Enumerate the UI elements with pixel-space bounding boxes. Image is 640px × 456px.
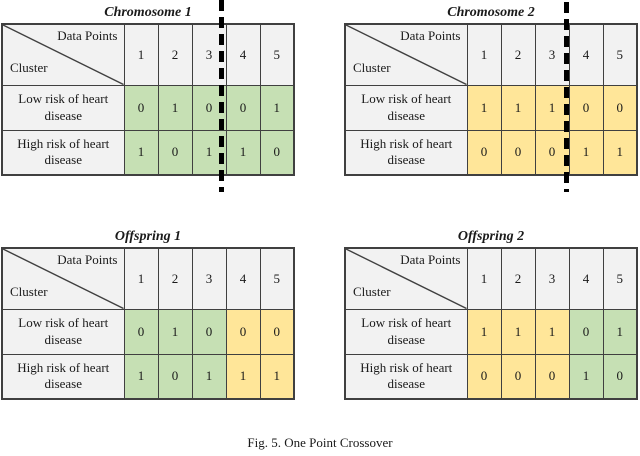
value-cell: 0 bbox=[191, 308, 227, 355]
data-point-header: 4 bbox=[225, 247, 261, 310]
diagonal-divider-line bbox=[3, 249, 124, 309]
corner-label-data-points: Data Points bbox=[400, 252, 461, 267]
data-point-header: 2 bbox=[157, 247, 193, 310]
data-point-header: 2 bbox=[157, 23, 193, 86]
data-point-header: 5 bbox=[602, 23, 638, 86]
value-cell: 1 bbox=[602, 129, 638, 176]
corner-label-data-points: Data Points bbox=[57, 252, 118, 267]
row-label-low-risk: Low risk of heart disease bbox=[1, 84, 125, 131]
value-cell: 1 bbox=[568, 129, 604, 176]
diagonal-divider-line bbox=[346, 25, 467, 85]
value-cell: 1 bbox=[534, 308, 570, 355]
value-cell: 1 bbox=[123, 353, 159, 400]
diagonal-divider-line bbox=[346, 249, 467, 309]
value-cell: 0 bbox=[157, 353, 193, 400]
panel-chromosome-1: Chromosome 1 Data Points Cluster 1 2 3 4… bbox=[1, 2, 295, 176]
crossover-point-line-1 bbox=[219, 0, 224, 192]
cluster-table-chromosome-2: Data Points Cluster 1 2 3 4 5 Low risk o… bbox=[344, 23, 638, 176]
value-cell: 0 bbox=[500, 129, 536, 176]
value-cell: 1 bbox=[466, 308, 502, 355]
table-title-chromosome-2: Chromosome 2 bbox=[447, 5, 535, 20]
corner-label-cluster: Cluster bbox=[10, 283, 48, 299]
value-cell: 0 bbox=[157, 129, 193, 176]
row-label-low-risk: Low risk of heart disease bbox=[344, 84, 468, 131]
value-cell: 1 bbox=[225, 353, 261, 400]
value-cell: 1 bbox=[259, 84, 295, 131]
data-point-header: 5 bbox=[602, 247, 638, 310]
value-cell: 0 bbox=[466, 129, 502, 176]
value-cell: 0 bbox=[225, 308, 261, 355]
value-cell: 0 bbox=[602, 84, 638, 131]
value-cell: 0 bbox=[123, 308, 159, 355]
value-cell: 1 bbox=[157, 84, 193, 131]
data-point-header: 2 bbox=[500, 247, 536, 310]
panel-chromosome-2: Chromosome 2 Data Points Cluster 1 2 3 4… bbox=[344, 2, 638, 176]
cluster-table-offspring-2: Data Points Cluster 1 2 3 4 5 Low risk o… bbox=[344, 247, 638, 400]
row-label-low-risk: Low risk of heart disease bbox=[1, 308, 125, 355]
row-label-high-risk: High risk of heart disease bbox=[344, 129, 468, 176]
value-cell: 1 bbox=[191, 353, 227, 400]
value-cell: 0 bbox=[602, 353, 638, 400]
value-cell: 1 bbox=[534, 84, 570, 131]
panel-offspring-1: Offspring 1 Data Points Cluster 1 2 3 4 … bbox=[1, 226, 295, 400]
value-cell: 1 bbox=[500, 308, 536, 355]
corner-label-data-points: Data Points bbox=[400, 28, 461, 43]
data-point-header: 5 bbox=[259, 247, 295, 310]
figure-caption: Fig. 5. One Point Crossover bbox=[247, 435, 393, 450]
value-cell: 1 bbox=[500, 84, 536, 131]
corner-label-cluster: Cluster bbox=[353, 59, 391, 75]
panel-offspring-2: Offspring 2 Data Points Cluster 1 2 3 4 … bbox=[344, 226, 638, 400]
value-cell: 1 bbox=[123, 129, 159, 176]
row-label-low-risk: Low risk of heart disease bbox=[344, 308, 468, 355]
value-cell: 0 bbox=[500, 353, 536, 400]
row-label-high-risk: High risk of heart disease bbox=[1, 129, 125, 176]
table-title-offspring-2: Offspring 2 bbox=[457, 229, 525, 244]
value-cell: 1 bbox=[259, 353, 295, 400]
data-point-header: 4 bbox=[568, 247, 604, 310]
row-label-high-risk: High risk of heart disease bbox=[1, 353, 125, 400]
value-cell: 1 bbox=[157, 308, 193, 355]
value-cell: 0 bbox=[568, 308, 604, 355]
corner-label-cluster: Cluster bbox=[10, 59, 48, 75]
corner-cell: Data Points Cluster bbox=[1, 23, 125, 86]
row-label-high-risk: High risk of heart disease bbox=[344, 353, 468, 400]
cluster-table-chromosome-1: Data Points Cluster 1 2 3 4 5 Low risk o… bbox=[1, 23, 295, 176]
corner-label-data-points: Data Points bbox=[57, 28, 118, 43]
data-point-header: 4 bbox=[225, 23, 261, 86]
value-cell: 1 bbox=[568, 353, 604, 400]
value-cell: 0 bbox=[225, 84, 261, 131]
corner-cell: Data Points Cluster bbox=[1, 247, 125, 310]
value-cell: 1 bbox=[602, 308, 638, 355]
value-cell: 0 bbox=[568, 84, 604, 131]
table-title-chromosome-1: Chromosome 1 bbox=[104, 5, 192, 20]
data-point-header: 1 bbox=[123, 247, 159, 310]
data-point-header: 1 bbox=[466, 247, 502, 310]
table-title-offspring-1: Offspring 1 bbox=[114, 229, 182, 244]
value-cell: 1 bbox=[466, 84, 502, 131]
data-point-header: 2 bbox=[500, 23, 536, 86]
corner-cell: Data Points Cluster bbox=[344, 23, 468, 86]
corner-cell: Data Points Cluster bbox=[344, 247, 468, 310]
value-cell: 0 bbox=[259, 308, 295, 355]
data-point-header: 1 bbox=[466, 23, 502, 86]
data-point-header: 5 bbox=[259, 23, 295, 86]
data-point-header: 4 bbox=[568, 23, 604, 86]
diagonal-divider-line bbox=[3, 25, 124, 85]
value-cell: 0 bbox=[534, 353, 570, 400]
value-cell: 0 bbox=[466, 353, 502, 400]
value-cell: 0 bbox=[123, 84, 159, 131]
corner-label-cluster: Cluster bbox=[353, 283, 391, 299]
data-point-header: 3 bbox=[191, 247, 227, 310]
crossover-point-line-2 bbox=[564, 2, 569, 192]
data-point-header: 1 bbox=[123, 23, 159, 86]
value-cell: 0 bbox=[534, 129, 570, 176]
data-point-header: 3 bbox=[534, 247, 570, 310]
value-cell: 0 bbox=[259, 129, 295, 176]
cluster-table-offspring-1: Data Points Cluster 1 2 3 4 5 Low risk o… bbox=[1, 247, 295, 400]
value-cell: 1 bbox=[225, 129, 261, 176]
